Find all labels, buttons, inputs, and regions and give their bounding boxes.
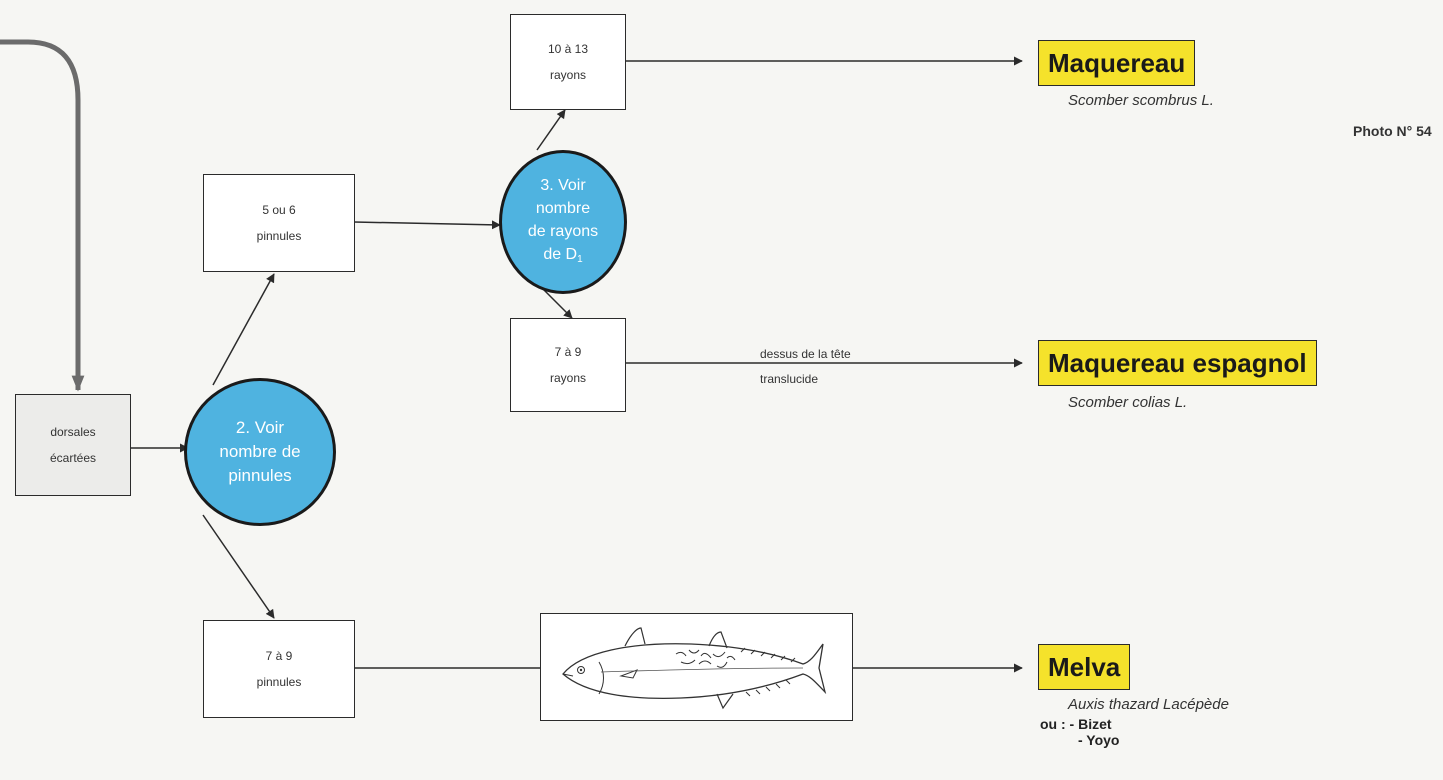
node-pinnules56-line1: 5 ou 6 [262, 203, 296, 217]
alias-yoyo: - Yoyo [1078, 732, 1120, 748]
decision-voir-nombre-de-pinnules: 2. Voir nombre de pinnules [184, 378, 336, 526]
fish-illustration-box [540, 613, 853, 721]
alias-row-1: ou : - Bizet [1040, 716, 1120, 732]
node-dorsales-line2: écartées [49, 451, 97, 465]
node-pinnules79-line2: pinnules [256, 675, 302, 689]
node-pinnules79-line1: 7 à 9 [265, 649, 293, 663]
decision2-line2: nombre de [219, 442, 301, 461]
alias-prefix: ou : [1040, 716, 1066, 732]
node-pinnules56-line2: pinnules [256, 229, 302, 243]
node-7-a-9-rayons: 7 à 9 rayons [510, 318, 626, 412]
node-rayons1013-line1: 10 à 13 [547, 42, 589, 56]
node-rayons79-line1: 7 à 9 [554, 345, 582, 359]
node-7-a-9-pinnules: 7 à 9 pinnules [203, 620, 355, 718]
alias-bizet: - Bizet [1069, 716, 1112, 732]
edge-decision2-to-pinnules79 [202, 514, 275, 619]
latin-scomber-colias: Scomber colias L. [1068, 394, 1188, 411]
decision2-line1: 2. Voir [235, 418, 285, 437]
edge-decision3-to-rayons1013 [536, 109, 566, 151]
node-dorsales-line1: dorsales [50, 425, 96, 439]
node-5-ou-6-pinnules: 5 ou 6 pinnules [203, 174, 355, 272]
decision3-line1: 3. Voir [540, 176, 586, 194]
node-10-a-13-rayons: 10 à 13 rayons [510, 14, 626, 110]
fish-icon [562, 627, 827, 710]
decision3-line2: nombre [535, 199, 591, 217]
decision-voir-nombre-de-rayons: 3. Voir nombre de rayons de D1 [499, 150, 627, 294]
species-maquereau-espagnol: Maquereau espagnol [1038, 340, 1317, 386]
edge-label-dessus-tete: dessus de la tête [760, 347, 851, 361]
decision3-line4: de D1 [528, 243, 598, 271]
node-rayons79-line2: rayons [549, 371, 587, 385]
melva-aliases: ou : - Bizet - Yoyo [1040, 716, 1120, 748]
node-dorsales-ecartees: dorsales écartées [15, 394, 131, 496]
decision3-line3: de rayons [527, 222, 599, 240]
edge-pinnules56-to-decision3 [353, 220, 501, 230]
incoming-curve-edge [0, 39, 85, 392]
edge-label-translucide: translucide [760, 372, 819, 386]
latin-auxis-thazard: Auxis thazard Lacépède [1068, 696, 1229, 713]
photo-reference: Photo N° 54 [1353, 123, 1432, 139]
node-rayons1013-line2: rayons [549, 68, 587, 82]
edge-decision2-to-pinnules56 [212, 273, 275, 386]
decision3-line4-text: de D [543, 245, 578, 263]
decision2-line3: pinnules [228, 466, 292, 485]
species-maquereau: Maquereau [1038, 40, 1196, 86]
latin-scomber-scombrus: Scomber scombrus L. [1068, 92, 1214, 109]
decision3-line4-subscript: 1 [577, 253, 583, 265]
alias-row-2: - Yoyo [1040, 732, 1120, 748]
species-melva: Melva [1038, 644, 1131, 690]
